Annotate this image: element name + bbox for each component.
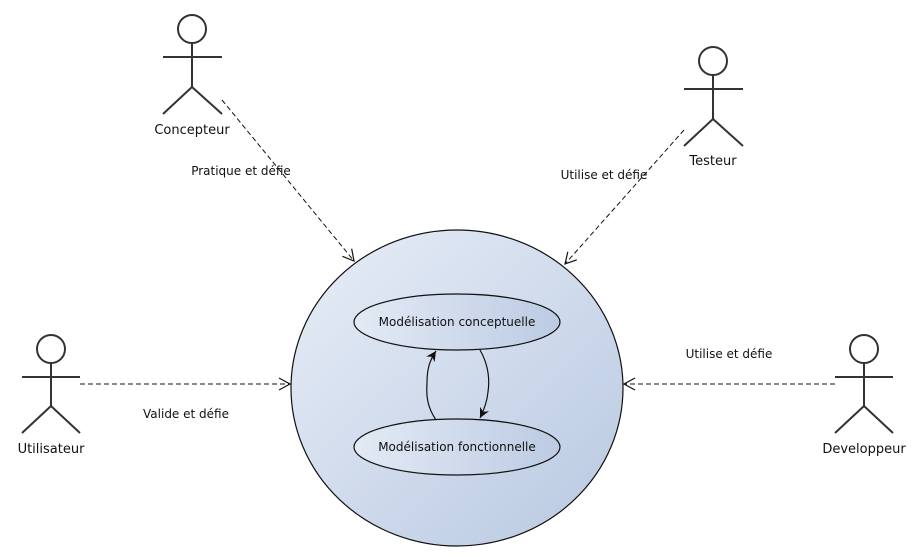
use-case-label: Modélisation conceptuelle <box>379 315 536 329</box>
use-case-modelisation-fonctionnelle[interactable]: Modélisation fonctionnelle <box>353 418 561 476</box>
actor-concepteur[interactable] <box>162 14 223 115</box>
relation-testeur[interactable] <box>564 129 685 265</box>
link-conceptuelle-to-fonctionnelle[interactable] <box>479 349 490 419</box>
actor-utilisateur[interactable] <box>21 334 81 434</box>
relation-label-utilisateur: Valide et défie <box>143 407 229 421</box>
actor-head <box>698 46 728 76</box>
system-boundary[interactable] <box>290 229 624 547</box>
actor-label: Testeur <box>688 154 737 169</box>
use-case-modelisation-conceptuelle[interactable]: Modélisation conceptuelle <box>353 293 561 351</box>
relation-label-concepteur: Pratique et défie <box>191 164 291 178</box>
actor-head <box>36 334 66 364</box>
relation-label-testeur: Utilise et défie <box>561 168 648 182</box>
use-case-label: Modélisation fonctionnelle <box>378 440 536 454</box>
actor-testeur[interactable] <box>683 46 744 147</box>
actor-label: Developpeur <box>822 442 906 457</box>
relation-concepteur[interactable] <box>221 99 355 262</box>
relation-label-developpeur: Utilise et défie <box>686 347 773 361</box>
actor-label: Utilisateur <box>18 442 86 457</box>
actor-label: Concepteur <box>154 123 230 138</box>
actor-head <box>177 14 207 44</box>
link-fonctionnelle-to-conceptuelle[interactable] <box>426 350 437 421</box>
actor-head <box>849 334 879 364</box>
actor-developpeur[interactable] <box>834 334 894 434</box>
